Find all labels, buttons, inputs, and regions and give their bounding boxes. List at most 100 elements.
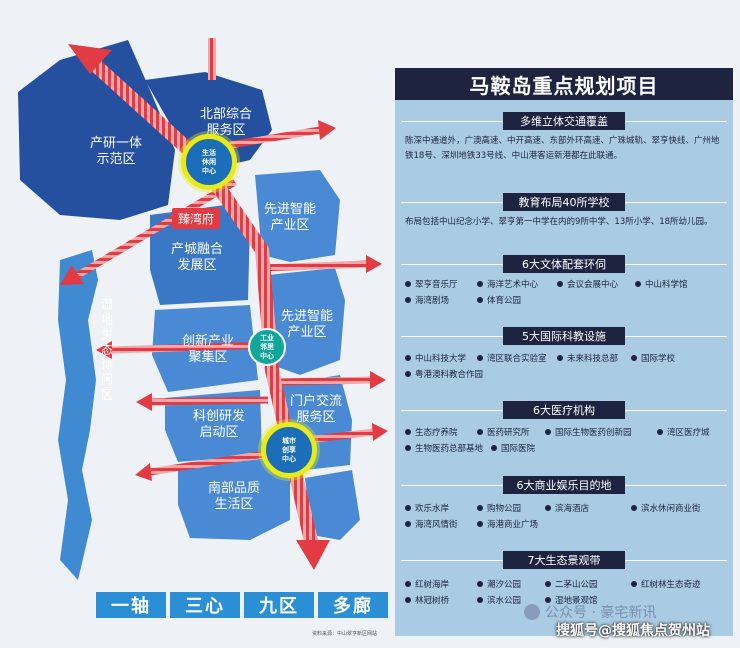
bullet-icon <box>405 281 411 287</box>
source-note: 资料来源：中山翠亨新区网站 <box>312 631 378 637</box>
zone-label-xianjin1: 先进智能 产业区 <box>263 202 317 233</box>
section-head-science: 5大国际科教设施 <box>503 327 625 345</box>
zone-xianjin2 <box>268 268 345 375</box>
section-text-education: 布局包括中山纪念小学、翠亨第一中学在内的9所中学、13所小学、18所幼儿园。 <box>405 217 713 227</box>
list-item: 生物医药总部基地 <box>405 442 483 454</box>
section-head-culture: 6大文体配套环伺 <box>503 255 625 273</box>
section-head-traffic: 多维立体交通覆盖 <box>503 112 625 130</box>
list-item: 林冠树桥 <box>405 594 449 606</box>
zone-label-menhu: 门户交流 服务区 <box>289 394 343 425</box>
list-item: 生态疗养院 <box>405 426 458 438</box>
zone-label-kechuang: 科创研发 启动区 <box>192 409 246 440</box>
list-item: 湿地景观馆 <box>545 594 598 606</box>
zone-kechuang <box>165 390 262 462</box>
project-tag: 臻湾府 <box>172 208 221 229</box>
list-item: 湾区医疗城 <box>657 426 710 438</box>
bullet-icon <box>545 505 551 511</box>
list-item: 国际生物医药创新园 <box>545 426 632 438</box>
bullet-icon <box>477 597 483 603</box>
zone-south-right <box>305 470 360 540</box>
wetland-zone <box>58 250 98 580</box>
bullet-icon <box>477 581 483 587</box>
list-item: 湾区联合实验室 <box>477 352 547 364</box>
list-item: 海洋艺术中心 <box>477 278 538 290</box>
list-item: 红树林生态奇迹 <box>631 578 701 590</box>
panel-title: 马鞍岛重点规划项目 <box>395 68 733 100</box>
list-item: 海港商业广场 <box>477 518 538 530</box>
bullet-icon <box>657 429 663 435</box>
bottom-bar-zones: 九区 <box>244 592 314 618</box>
bottom-bar-axis: 一轴 <box>96 592 166 618</box>
wechat-watermark: 公众号 · 豪宅新讯 <box>524 602 656 622</box>
sohu-watermark: 搜狐号@搜狐焦点贺州站 <box>556 623 710 639</box>
bullet-icon <box>405 429 411 435</box>
planning-map: 产研一体 示范区 北部综合 服务区 先进智能 产业区 产城融合 发展区 先进智能… <box>18 38 388 637</box>
list-item: 滨水休闲商业街 <box>631 502 701 514</box>
zone-chancheng <box>150 205 250 305</box>
bullet-icon <box>631 505 637 511</box>
bullet-icon <box>491 445 497 451</box>
bullet-icon <box>405 355 411 361</box>
list-item: 欢乐水岸 <box>405 502 449 514</box>
bullet-icon <box>405 581 411 587</box>
list-item: 滨海酒店 <box>545 502 589 514</box>
section-head-commerce: 6大商业娱乐目的地 <box>503 476 625 494</box>
bullet-icon <box>405 297 411 303</box>
zone-xianjin1 <box>255 170 340 262</box>
list-item: 红树海岸 <box>405 578 449 590</box>
list-item: 海湾剧场 <box>405 294 449 306</box>
bullet-icon <box>477 297 483 303</box>
bottom-bar-hubs: 三心 <box>170 592 240 618</box>
list-item: 翠亨音乐厅 <box>405 278 458 290</box>
zone-nanbu <box>178 458 290 540</box>
map-graphic <box>18 38 388 580</box>
bullet-icon <box>477 505 483 511</box>
list-item: 中山科学馆 <box>635 278 688 290</box>
bullet-icon <box>405 445 411 451</box>
zone-label-shidi: 湿 地 生 态 休 闲 区 <box>100 297 114 402</box>
bullet-icon <box>405 597 411 603</box>
corridor-arrows <box>60 120 388 481</box>
bullet-icon <box>545 581 551 587</box>
list-item: 中山科技大学 <box>405 352 466 364</box>
list-item: 未来科技总部 <box>557 352 618 364</box>
section-head-medical: 6大医疗机构 <box>503 401 625 419</box>
list-item: 医药研究所 <box>477 426 530 438</box>
list-item: 体育公园 <box>477 294 521 306</box>
bullet-icon <box>557 355 563 361</box>
list-item: 粤港澳科教合作园 <box>405 368 483 380</box>
list-item: 国际医院 <box>491 442 535 454</box>
list-item: 会议会展中心 <box>557 278 618 290</box>
list-item: 滨水公园 <box>477 594 521 606</box>
section-head-ecology: 7大生态景观带 <box>503 551 625 569</box>
zone-label-beibu: 北部综合 服务区 <box>199 107 253 138</box>
bullet-icon <box>477 521 483 527</box>
list-item: 国际学校 <box>631 352 675 364</box>
list-item: 潮汐公园 <box>477 578 521 590</box>
zone-label-chancheng: 产城融合 发展区 <box>170 242 224 273</box>
list-item: 购物公园 <box>477 502 521 514</box>
hub-gongye: 工业 邻里 中心 <box>248 328 286 366</box>
zone-label-chuangxin: 创新产业 聚集区 <box>181 334 235 365</box>
bullet-icon <box>545 597 551 603</box>
hub-chengshi: 城市 创享 中心 <box>261 422 317 478</box>
section-head-education: 教育布局40所学校 <box>503 193 625 211</box>
bullet-icon <box>557 281 563 287</box>
bottom-bar-corridors: 多廊 <box>318 592 388 618</box>
section-text-traffic: 陈深中通道外，广澳高速、中开高速、东部外环高速、广珠城轨、翠亨快线、广州地铁18… <box>405 136 720 161</box>
bullet-icon <box>405 521 411 527</box>
hub-shenghuo: 生活 休闲 中心 <box>181 134 237 190</box>
bullet-icon <box>405 371 411 377</box>
bullet-icon <box>477 281 483 287</box>
wechat-icon <box>524 604 540 620</box>
project-panel: 马鞍岛重点规划项目 多维立体交通覆盖 陈深中通道外，广澳高速、中开高速、东部外环… <box>395 68 733 636</box>
bullet-icon <box>405 505 411 511</box>
bullet-icon <box>631 581 637 587</box>
zone-chanyan <box>18 40 175 220</box>
bullet-icon <box>477 429 483 435</box>
zone-label-chanyan: 产研一体 示范区 <box>89 136 143 167</box>
bullet-icon <box>477 355 483 361</box>
zone-label-xianjin2: 先进智能 产业区 <box>280 309 334 340</box>
bullet-icon <box>631 355 637 361</box>
list-item: 海湾风情街 <box>405 518 458 530</box>
